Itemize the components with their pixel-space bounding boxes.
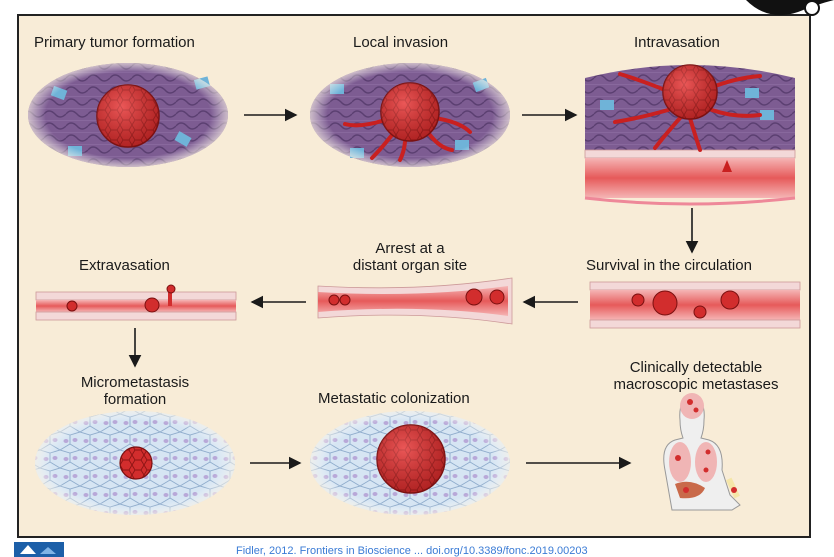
local-invasion-panel (310, 63, 510, 167)
label-clinical: Clinically detectable macroscopic metast… (596, 359, 796, 393)
colonization-panel (310, 411, 510, 515)
label-colonization: Metastatic colonization (318, 390, 470, 407)
extravasation-panel (35, 284, 237, 321)
publisher-logo (14, 542, 64, 557)
label-local-invasion: Local invasion (353, 34, 449, 51)
label-clinical-line1: Clinically detectable (629, 359, 763, 376)
label-primary-tumor: Primary tumor formation (34, 34, 195, 51)
label-arrest-line1: Arrest at a (375, 240, 445, 257)
survival-panel (589, 281, 801, 329)
label-clinical-line2: macroscopic metastases (613, 376, 779, 393)
flow-arrows (128, 108, 699, 470)
label-arrest-line2: distant organ site (352, 257, 468, 274)
micrometastasis-panel (35, 411, 235, 515)
label-intravasation: Intravasation (634, 34, 720, 51)
label-survival: Survival in the circulation (586, 257, 752, 274)
label-extravasation: Extravasation (79, 257, 170, 274)
label-micrometastasis: Micrometastasis formation (60, 374, 210, 408)
arrest-panel (317, 277, 513, 325)
body-panel (663, 393, 741, 511)
corner-decoration (746, 0, 834, 16)
label-micrometastasis-line1: Micrometastasis (80, 374, 190, 391)
citation-link[interactable]: Fidler, 2012. Frontiers in Bioscience ..… (236, 545, 588, 557)
intravasation-panel (584, 64, 796, 206)
label-micrometastasis-line2: formation (103, 391, 167, 408)
label-arrest: Arrest at a distant organ site (340, 240, 480, 274)
primary-tumor-panel (28, 63, 228, 167)
